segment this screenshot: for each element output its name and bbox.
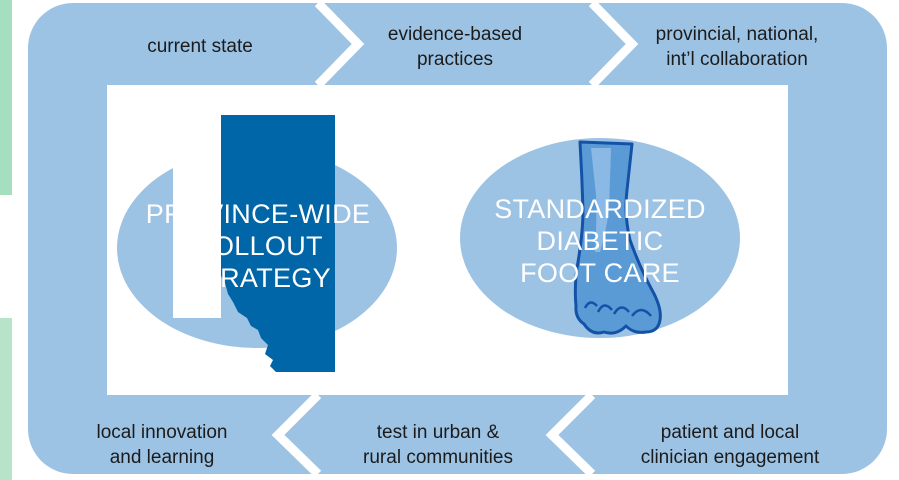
cycle-label-current-state: current state (147, 36, 253, 57)
cycle-label-local-innovation: local innovation and learning (96, 422, 228, 468)
left-edge-strip-bottom (0, 318, 12, 480)
cycle-label-evidence-based-practices: evidence-based practices (387, 24, 523, 70)
cycle-label-patient-engagement: patient and local clinician engagement (640, 422, 820, 468)
province-wide-rollout-title: PROVINCE-WIDE ROLLOUT STRATEGY (145, 199, 371, 293)
cycle-label-collaboration: provincial, national, int’l collaboratio… (655, 24, 819, 70)
bottom-chevron-separator-2 (545, 391, 596, 478)
alberta-map-icon (221, 115, 335, 372)
top-chevron-separator-1 (314, 0, 365, 89)
top-chevron-separator-2 (588, 0, 639, 89)
foot-icon (573, 140, 662, 335)
left-ellipse-cutout (173, 118, 221, 318)
cycle-label-test-communities: test in urban & rural communities (363, 422, 513, 468)
left-edge-strip-top (0, 0, 12, 195)
standardized-foot-care-title: STANDARDIZED DIABETIC FOOT CARE (494, 194, 706, 288)
bottom-chevron-separator-1 (271, 391, 322, 478)
